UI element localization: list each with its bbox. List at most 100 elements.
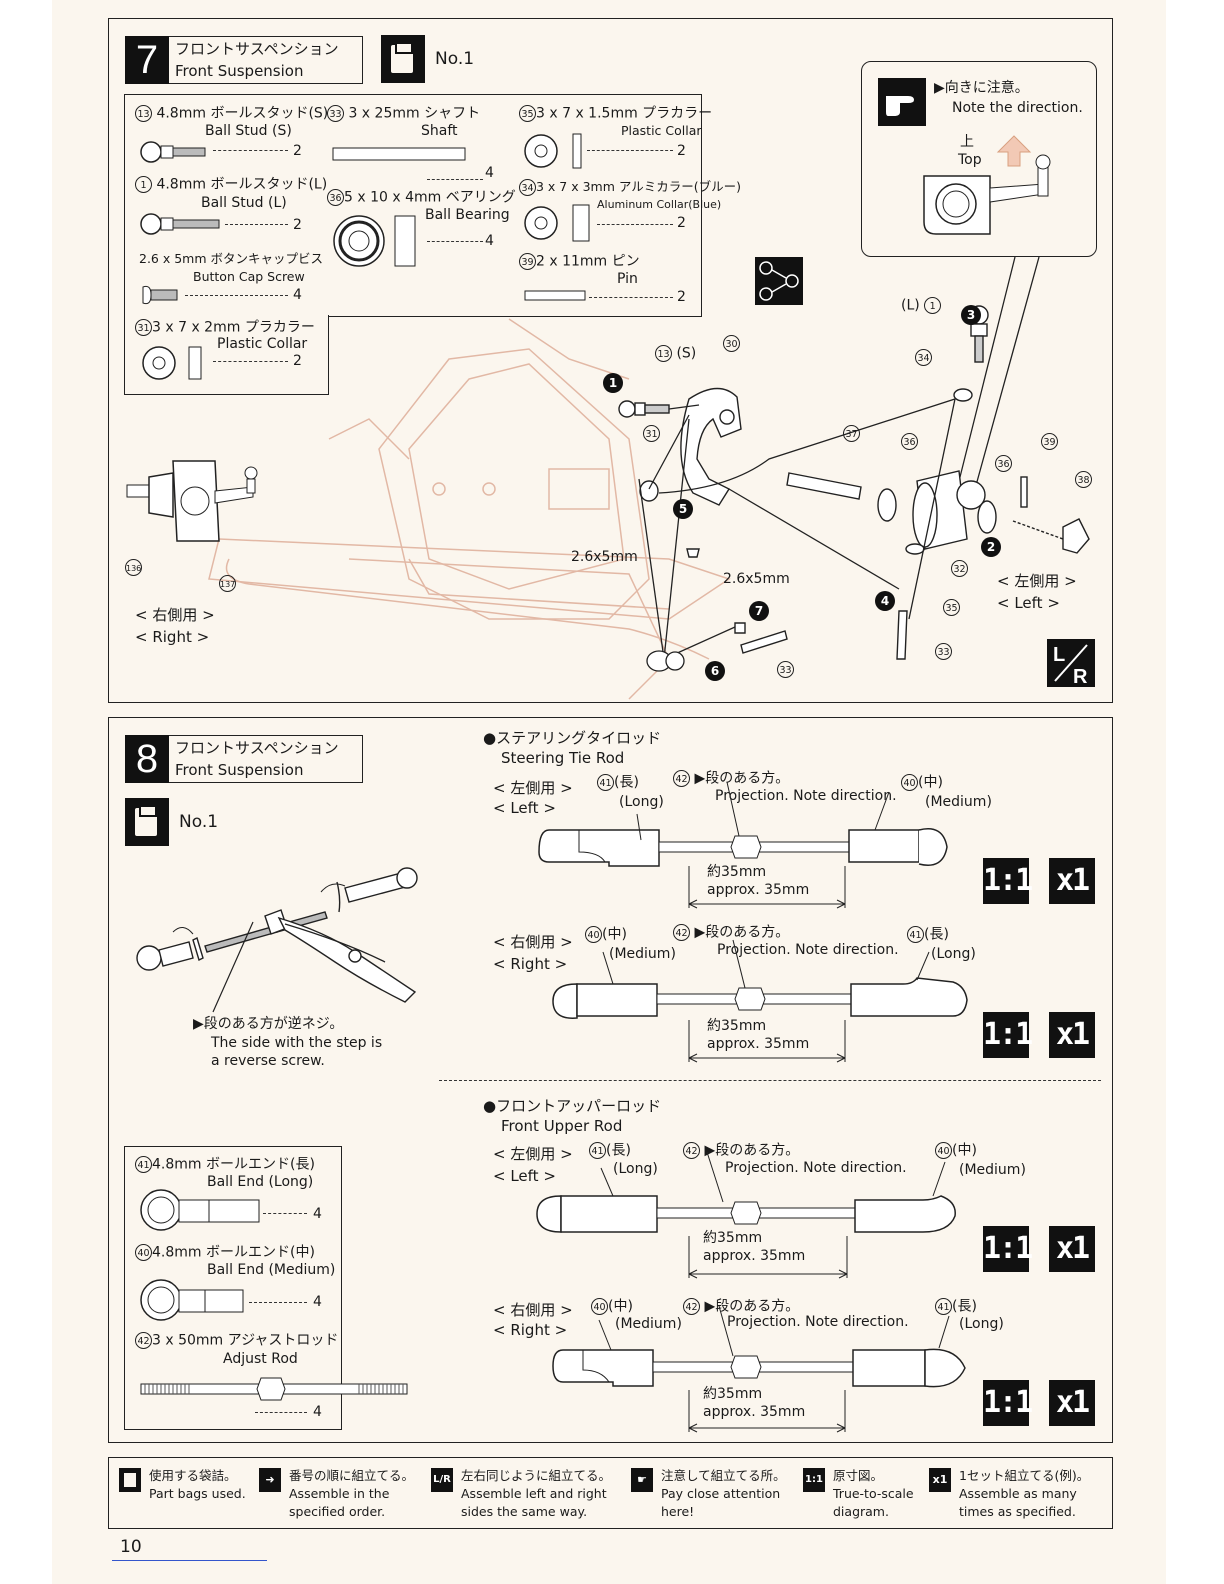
part-qty: 2	[293, 353, 302, 369]
tie-rod-title-jp: ●ステアリングタイロッド	[483, 729, 662, 747]
part-number: 34	[519, 179, 536, 196]
order-icon	[755, 257, 803, 305]
step7-title-box: フロントサスペンション Front Suspension	[169, 36, 363, 84]
manual-page: 7 フロントサスペンション Front Suspension No.1 13 4…	[52, 0, 1166, 1584]
callout: 33	[935, 643, 952, 660]
part-jp: 2 x 11mm ピン	[536, 253, 640, 270]
part-jp: 3 x 50mm アジャストロッド	[152, 1332, 339, 1349]
part-qty: 2	[293, 143, 302, 159]
part-jp: 5 x 10 x 4mm ベアリング	[344, 189, 516, 206]
step8-panel: 8 フロントサスペンション Front Suspension No.1	[108, 717, 1113, 1443]
step8-title-en: Front Suspension	[175, 761, 304, 779]
part-en: Plastic Collar	[217, 336, 308, 352]
assemble-x1-badge: x1	[1049, 1380, 1095, 1426]
true-to-scale-badge: 1:1	[983, 1226, 1033, 1272]
callout-label: (S)	[676, 345, 697, 362]
part-en: Ball Stud (S)	[205, 123, 292, 139]
callout: 30	[723, 335, 740, 352]
bag-icon	[381, 35, 425, 83]
legend-bar: 使用する袋詰。 Part bags used. ➜ 番号の順に組立てる。 Ass…	[108, 1457, 1113, 1529]
callout-label: (L)	[901, 297, 920, 314]
callout: 37	[843, 425, 860, 442]
pin-drawing	[524, 290, 586, 301]
note-en: Note the direction.	[952, 100, 1083, 116]
tie-rod-title-en: Steering Tie Rod	[501, 749, 625, 767]
step7-panel: 7 フロントサスペンション Front Suspension No.1 13 4…	[108, 18, 1113, 703]
callout-pointer	[956, 256, 1040, 490]
right-knuckle-drawing	[126, 460, 258, 542]
part-en: Aluminum Collar(Blue)	[597, 198, 722, 211]
part-qty: 2	[293, 217, 302, 233]
callout: 13	[655, 345, 672, 362]
assemble-x1-badge: x1	[1049, 1012, 1095, 1058]
callout: 36	[995, 455, 1012, 472]
callout: 1	[924, 297, 942, 314]
part-qty: 2	[677, 143, 686, 159]
true-to-scale-badge: 1:1	[983, 1380, 1033, 1426]
order-number: 2	[981, 537, 1001, 557]
screw-label-2: 2.6x5mm	[723, 571, 790, 587]
part-qty: 4	[313, 1404, 322, 1420]
rod-drawing	[538, 781, 948, 909]
order-number: 7	[749, 601, 769, 621]
up-arrow-icon	[996, 135, 1032, 167]
step8-title-jp: フロントサスペンション	[175, 739, 339, 757]
part-number: 36	[327, 189, 344, 206]
bag-icon	[125, 798, 169, 846]
screw-label-1: 2.6x5mm	[571, 549, 638, 565]
plastic-collar-drawing	[142, 346, 202, 380]
callout: 33	[777, 661, 794, 678]
direction-note-box: ▶向きに注意。 Note the direction. 上 Top	[861, 61, 1097, 257]
part-en: Ball Bearing	[425, 207, 510, 223]
pointing-hand-icon	[878, 78, 926, 126]
true-to-scale-badge: 1:1	[983, 858, 1033, 904]
right-side-jp: < 右側用 >	[135, 606, 215, 624]
step7-title-jp: フロントサスペンション	[175, 40, 339, 58]
part-jp: 4.8mm ボールスタッド(L)	[156, 176, 328, 193]
callout: 39	[1041, 433, 1058, 450]
ball-stud-s-drawing	[140, 141, 206, 163]
part-jp: 2.6 x 5mm ボタンキャップビス	[139, 251, 324, 266]
part-en: Plastic Collar	[621, 123, 702, 138]
part-qty: 4	[485, 165, 494, 181]
knuckle-detail-drawing	[923, 154, 1051, 235]
ball-end-long-drawing	[140, 1189, 260, 1231]
part-number: 40	[135, 1244, 152, 1261]
part-number: 1	[135, 176, 152, 193]
part-jp: 3 x 7 x 1.5mm プラカラー	[536, 105, 713, 122]
top-en: Top	[958, 152, 982, 168]
order-number: 1	[603, 373, 623, 393]
pointing-hand-icon: ☛	[631, 1468, 653, 1492]
part-jp: 4.8mm ボールスタッド(S)	[156, 105, 329, 122]
step7-number: 7	[125, 36, 169, 84]
step7-title-en: Front Suspension	[175, 62, 304, 80]
order-icon: ➜	[259, 1468, 281, 1492]
callout: 36	[901, 433, 918, 450]
exploded-assembly-drawing	[618, 305, 1090, 672]
top-jp: 上	[960, 134, 974, 150]
order-number: 4	[875, 591, 895, 611]
upper-rod-title-en: Front Upper Rod	[501, 1117, 623, 1135]
upper-rod-title-jp: ●フロントアッパーロッド	[483, 1097, 662, 1115]
part-qty: 4	[313, 1294, 322, 1310]
part-en: Adjust Rod	[223, 1351, 298, 1367]
part-en: Shaft	[421, 123, 458, 139]
callout: 34	[915, 349, 932, 366]
part-en: Pin	[617, 271, 638, 287]
part-number: 31	[135, 319, 152, 336]
part-number: 13	[135, 105, 152, 122]
part-qty: 4	[293, 287, 302, 303]
step7-bag-label: No.1	[435, 49, 475, 69]
part-qty: 4	[485, 233, 494, 249]
reverse-screw-en-1: The side with the step is	[211, 1035, 383, 1051]
page-number: 10	[120, 1537, 142, 1557]
part-en: Button Cap Screw	[193, 269, 305, 284]
right-side-en: < Right >	[135, 628, 210, 646]
section-divider	[439, 1080, 1101, 1081]
part-en: Ball Stud (L)	[201, 195, 287, 211]
part-qty: 4	[313, 1206, 322, 1222]
rod-drawing	[536, 1151, 956, 1279]
part-number: 39	[519, 253, 536, 270]
ball-end-medium-drawing	[140, 1279, 244, 1321]
part-number: 33	[327, 105, 344, 122]
